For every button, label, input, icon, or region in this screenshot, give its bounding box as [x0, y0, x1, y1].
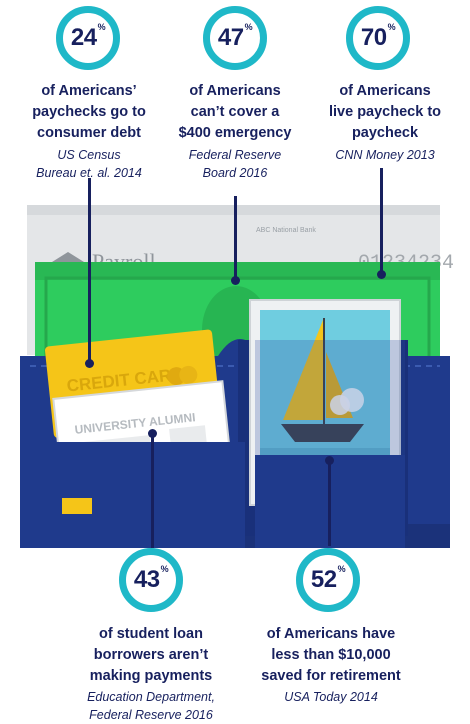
- stat-source: USA Today 2014: [284, 690, 378, 704]
- stat-value: 43%: [133, 564, 169, 593]
- stat-value: 70%: [360, 22, 396, 51]
- stat-value: 24%: [70, 22, 106, 51]
- stat-circle: 43%: [119, 548, 183, 612]
- check-bank-name: ABC National Bank: [256, 227, 316, 234]
- connector-dot: [148, 429, 157, 438]
- stat-circle: 52%: [296, 548, 360, 612]
- wallet-tag: [62, 498, 92, 514]
- connector-dot: [377, 270, 386, 279]
- stat-source: Education Department,Federal Reserve 201…: [87, 690, 215, 722]
- connector-line: [88, 178, 91, 364]
- stat-circle: 47%: [203, 6, 267, 70]
- stat-source: CNN Money 2013: [335, 148, 435, 162]
- connector-line: [380, 168, 383, 276]
- stat-value: 52%: [310, 564, 346, 593]
- connector-line: [234, 196, 237, 280]
- connector-line: [328, 462, 331, 546]
- connector-line: [151, 436, 154, 548]
- card-pocket: [20, 442, 245, 548]
- stat-circle: 24%: [56, 6, 120, 70]
- stat-circle: 70%: [346, 6, 410, 70]
- connector-dot: [231, 276, 240, 285]
- connector-dot: [85, 359, 94, 368]
- stat-value: 47%: [217, 22, 253, 51]
- connector-dot: [325, 456, 334, 465]
